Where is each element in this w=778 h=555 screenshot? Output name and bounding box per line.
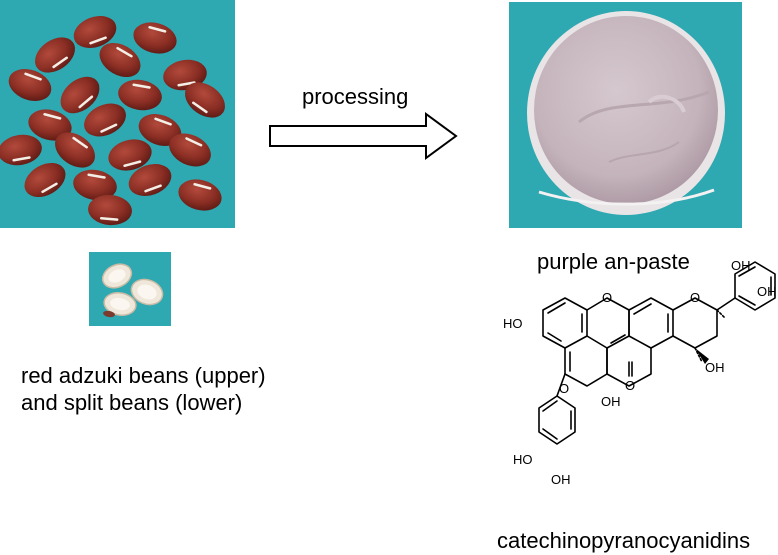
ketone-o-label: O xyxy=(625,378,635,393)
purple-an-paste-photo xyxy=(509,2,742,228)
ho-label-bottom: HO xyxy=(513,452,533,467)
bean xyxy=(28,109,72,141)
bean xyxy=(169,133,211,167)
bean xyxy=(128,164,172,196)
ring-o-label-1: O xyxy=(602,290,612,305)
split-beans-photo xyxy=(89,252,171,326)
purple-an-paste-caption: purple an-paste xyxy=(537,249,690,274)
bean xyxy=(108,139,152,171)
bean xyxy=(24,162,66,198)
ring-o-label-3: O xyxy=(559,381,569,396)
compound-name-caption: catechinopyranocyanidins xyxy=(497,528,751,553)
bean xyxy=(60,76,100,114)
beans-caption-line1: red adzuki beans (upper) xyxy=(21,363,266,388)
bean xyxy=(84,103,126,137)
oh-label-bottom: OH xyxy=(551,472,571,487)
bean xyxy=(99,42,141,78)
beans-caption-line2: and split beans (lower) xyxy=(21,390,243,415)
oh-label-middle: OH xyxy=(705,360,725,375)
bean xyxy=(88,194,132,226)
bean xyxy=(8,69,52,101)
catechinopyranocyanidin-structure: HO OH OH OH OH O O O O HO OH xyxy=(503,258,777,487)
whole-adzuki-beans-photo xyxy=(0,0,235,228)
ring-o-label-2: O xyxy=(690,290,700,305)
bean xyxy=(73,169,117,201)
processing-label: processing xyxy=(302,84,409,109)
bean xyxy=(118,79,162,111)
bean xyxy=(178,179,222,211)
bean xyxy=(35,37,75,73)
bean xyxy=(55,132,95,168)
oh-label-top: OH xyxy=(731,258,751,273)
processing-arrow xyxy=(269,112,458,160)
oh-label-lower: OH xyxy=(601,394,621,409)
bean xyxy=(133,22,177,54)
bean xyxy=(138,114,182,146)
bean xyxy=(185,82,225,118)
oh-label-right: OH xyxy=(757,284,777,299)
ho-label-left: HO xyxy=(503,316,523,331)
bean xyxy=(73,16,117,48)
bean xyxy=(0,134,42,166)
